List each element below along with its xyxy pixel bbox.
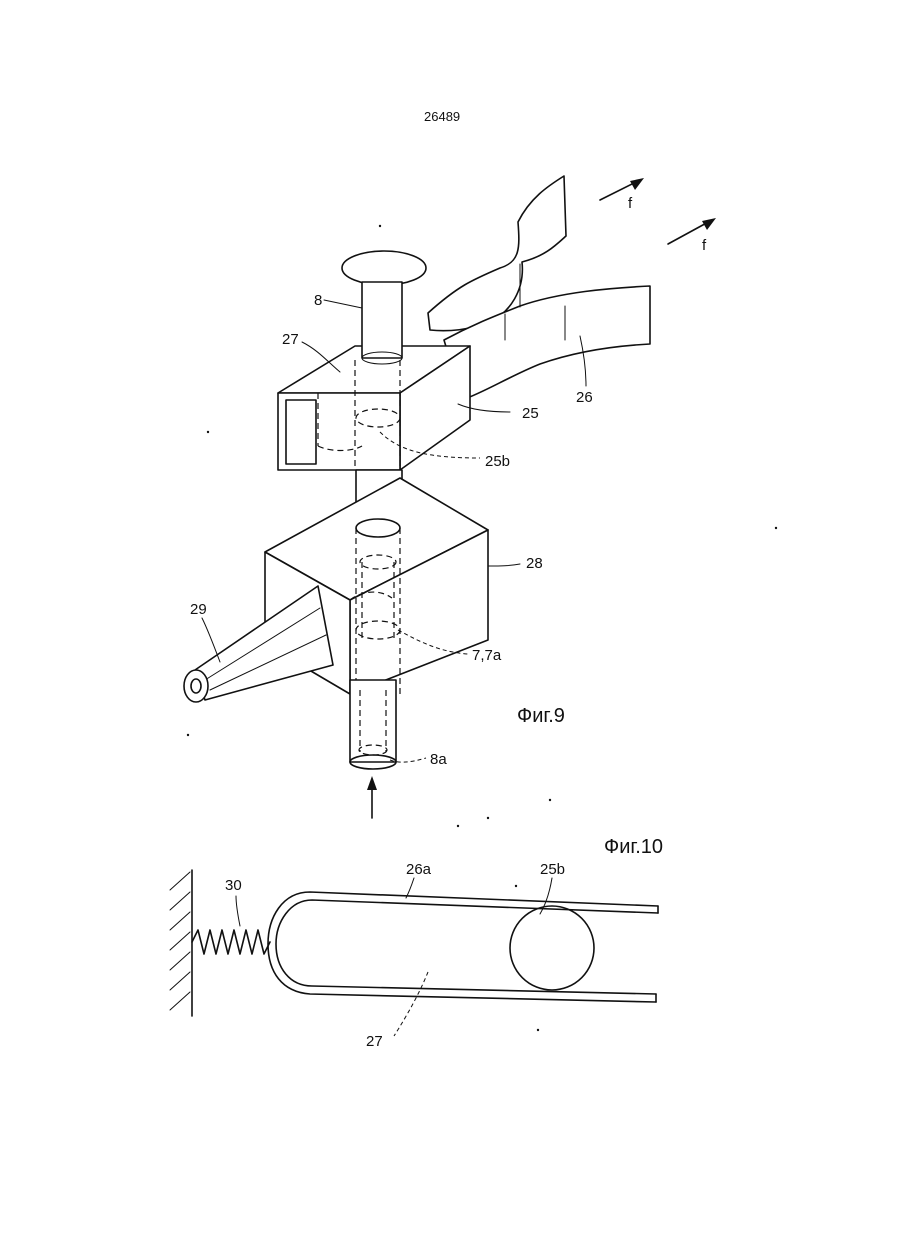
label-26a: 26a xyxy=(406,861,432,878)
speck xyxy=(379,225,381,227)
label-7-7a: 7,7a xyxy=(472,647,502,664)
page-number: 26489 xyxy=(424,109,460,124)
figure-10: Фиг.10 30 26a 25b 27 xyxy=(170,836,663,1050)
speck xyxy=(537,1029,539,1031)
leader-29 xyxy=(202,618,220,662)
speck xyxy=(775,527,777,529)
label-8: 8 xyxy=(314,292,322,309)
speck xyxy=(549,799,551,801)
spring-30 xyxy=(192,930,270,954)
push-arrow-head xyxy=(367,776,377,790)
leader-27-fig10 xyxy=(394,972,428,1036)
wall-hatching xyxy=(170,872,190,1010)
rod-section-25b xyxy=(510,906,594,990)
speck xyxy=(207,431,209,433)
leader-30 xyxy=(236,896,240,926)
label-25b: 25b xyxy=(485,453,510,470)
label-26: 26 xyxy=(576,389,593,406)
speck xyxy=(457,825,459,827)
label-f-1: f xyxy=(628,195,633,212)
label-27-fig10: 27 xyxy=(366,1033,383,1050)
nozzle-tip xyxy=(184,670,208,702)
rod-8-head xyxy=(342,251,426,285)
band-26a-outer xyxy=(268,892,658,1002)
speck xyxy=(487,817,489,819)
leader-26a xyxy=(406,878,414,898)
label-30: 30 xyxy=(225,877,242,894)
figure-10-caption: Фиг.10 xyxy=(604,836,663,858)
label-28: 28 xyxy=(526,555,543,572)
label-27: 27 xyxy=(282,331,299,348)
label-29: 29 xyxy=(190,601,207,618)
rod-8-upper xyxy=(362,282,402,358)
leader-8 xyxy=(324,300,362,308)
label-25b-fig10: 25b xyxy=(540,861,565,878)
speck xyxy=(515,885,517,887)
label-8a: 8a xyxy=(430,751,447,768)
tube-8a xyxy=(350,680,396,762)
figure-9-caption: Фиг.9 xyxy=(517,705,565,727)
arrow-f-1-head xyxy=(630,178,644,190)
speck xyxy=(187,734,189,736)
band-26a-inner xyxy=(276,900,658,994)
leader-28 xyxy=(488,564,520,566)
label-f-2: f xyxy=(702,237,707,254)
figure-9: 8 27 25 26 25b 28 29 7,7a 8a f f Фиг.9 xyxy=(184,176,716,818)
label-25: 25 xyxy=(522,405,539,422)
block-25-front xyxy=(278,393,400,470)
arrow-f-2-head xyxy=(702,218,716,230)
